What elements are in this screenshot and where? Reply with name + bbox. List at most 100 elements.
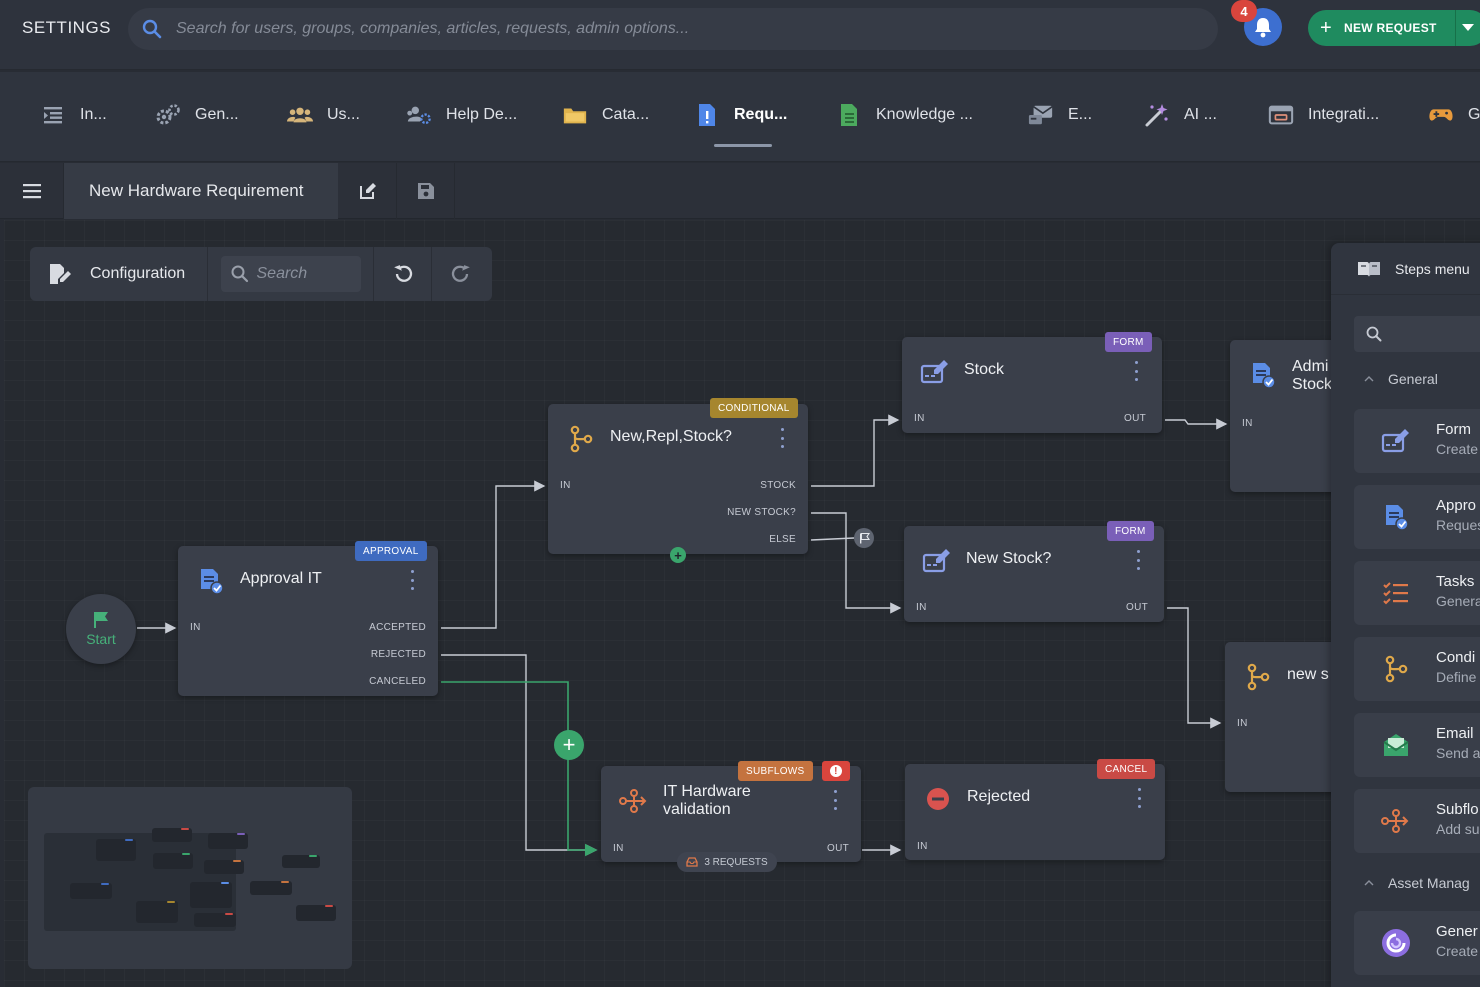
global-search[interactable] [128,8,1218,50]
minimap-node [70,883,112,899]
tab-general[interactable]: Gen... [155,98,239,132]
node-title-line1: IT Hardware [663,783,751,800]
undo-button[interactable] [374,247,432,301]
port-in[interactable]: IN [914,413,925,424]
asset-generic-icon [1380,927,1412,959]
node-title: Stock [964,361,1005,378]
port-in[interactable]: IN [916,602,927,613]
node-title-line2: Stock [1292,376,1333,393]
tab-knowledge[interactable]: Knowledge ... [836,98,973,132]
active-tab-indicator [714,144,772,147]
task-list-icon [1380,577,1412,609]
inbox-icon [686,857,698,867]
tab-email[interactable]: E... [1028,98,1092,132]
tab-gamification[interactable]: G [1428,98,1480,132]
chevron-down-icon[interactable] [1462,24,1474,31]
conditional-branch-icon [1380,653,1412,685]
step-item-approval[interactable]: Appro Reques [1354,485,1480,549]
workflow-title: New Hardware Requirement [64,163,338,219]
step-item-conditional[interactable]: Condi Define [1354,637,1480,701]
new-request-label: NEW REQUEST [1343,21,1437,35]
port-accepted[interactable]: ACCEPTED [369,622,426,633]
step-item-asset-generic[interactable]: Gener Create [1354,911,1480,975]
port-new-stock[interactable]: NEW STOCK? [727,507,796,518]
new-request-button[interactable]: + NEW REQUEST [1308,10,1480,46]
port-out[interactable]: OUT [826,843,849,854]
tab-requests[interactable]: Requ... [694,98,787,132]
port-in[interactable]: IN [190,622,201,633]
it-hardware-validation-node[interactable]: IT Hardware validation IN OUT [601,766,861,862]
start-node[interactable]: Start [66,594,136,664]
node-title: new s [1287,666,1329,683]
port-out[interactable]: OUT [1125,602,1148,613]
rejected-node[interactable]: Rejected IN [905,764,1165,860]
global-search-input[interactable] [176,20,1218,38]
tab-introduction[interactable]: In... [40,98,107,132]
port-else[interactable]: ELSE [769,534,796,545]
chevron-up-icon [1364,376,1374,382]
edit-title-button[interactable] [339,163,397,219]
minimap-node [190,882,232,908]
branch-icon [1243,662,1273,692]
steps-category-general[interactable]: General [1354,364,1480,394]
steps-search-box[interactable] [1354,316,1480,352]
canvas-search-input[interactable] [256,265,357,283]
edge-canceled-validation [441,681,598,857]
requests-count-label: 3 REQUESTS [704,856,768,868]
port-in[interactable]: IN [613,843,624,854]
port-in[interactable]: IN [1237,718,1248,729]
steps-menu-header[interactable]: Steps menu [1331,243,1480,295]
save-button[interactable] [397,163,455,219]
tab-catalog[interactable]: Cata... [562,98,649,132]
subflow-icon [619,786,649,816]
users-icon [287,102,313,128]
add-step-button-small[interactable]: + [670,547,686,563]
search-icon [142,19,162,39]
conditional-node[interactable]: New,Repl,Stock? IN STOCK NEW STOCK? ELSE [548,404,808,554]
port-stock[interactable]: STOCK [760,480,796,491]
canvas-search-box[interactable] [220,256,361,292]
hamburger-menu-button[interactable] [0,163,64,219]
canvas-minimap[interactable] [28,787,352,969]
subflow-icon [1380,805,1412,837]
admin-stock-node[interactable]: Admi Stock IN [1230,340,1350,492]
redo-button[interactable] [432,247,490,301]
port-in[interactable]: IN [560,480,571,491]
minimap-node [204,860,244,874]
workflow-toolbar: New Hardware Requirement [0,163,1480,219]
configuration-button[interactable]: Configuration [30,247,208,301]
step-item-subflow[interactable]: Subflo Add su [1354,789,1480,853]
node-menu-icon[interactable] [1134,550,1142,570]
port-in[interactable]: IN [917,841,928,852]
folder-icon [562,102,588,128]
list-indent-icon [40,102,66,128]
new-s-node[interactable]: new s IN [1225,642,1345,792]
step-item-tasks[interactable]: Tasks Genera [1354,561,1480,625]
canvas-toolbar: Configuration [30,247,492,301]
approval-it-node[interactable]: Approval IT IN ACCEPTED REJECTED CANCELE… [178,546,438,696]
requests-count-pill[interactable]: 3 REQUESTS [677,852,777,872]
node-menu-icon[interactable] [778,428,786,448]
tab-help-desk[interactable]: Help De... [406,98,517,132]
new-stock-form-node[interactable]: New Stock? IN OUT [904,526,1164,622]
node-menu-icon[interactable] [1132,361,1140,381]
node-menu-icon[interactable] [831,790,839,810]
node-menu-icon[interactable] [1135,788,1143,808]
port-canceled[interactable]: CANCELED [369,676,426,687]
tab-label: In... [80,106,107,123]
tab-label: Knowledge ... [876,106,973,123]
port-in[interactable]: IN [1242,418,1253,429]
flag-icon[interactable] [854,528,874,548]
port-out[interactable]: OUT [1123,413,1146,424]
node-menu-icon[interactable] [408,570,416,590]
step-item-email[interactable]: Email Send a [1354,713,1480,777]
port-rejected[interactable]: REJECTED [370,649,426,660]
tab-integrations[interactable]: Integrati... [1268,98,1379,132]
add-step-button[interactable]: + [554,730,584,760]
tab-ai[interactable]: AI ... [1144,98,1217,132]
step-item-form[interactable]: Form Create [1354,409,1480,473]
steps-search-input[interactable] [1390,326,1480,342]
steps-category-asset-management[interactable]: Asset Manag [1354,868,1480,898]
stock-form-node[interactable]: Stock IN OUT [902,337,1162,433]
tab-users[interactable]: Us... [287,98,360,132]
